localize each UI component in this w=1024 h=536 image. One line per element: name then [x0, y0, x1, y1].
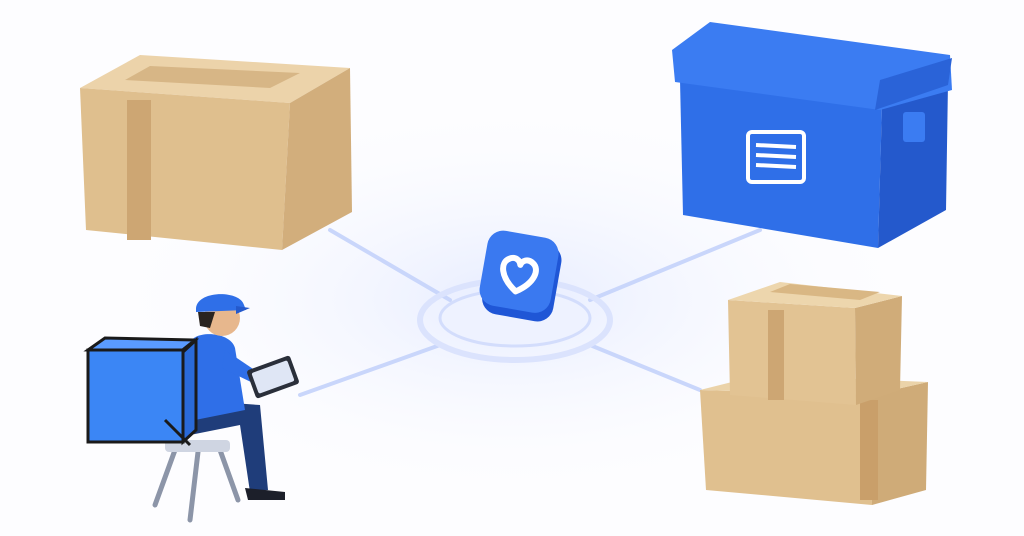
document-lines-icon	[746, 130, 806, 184]
stool	[152, 447, 241, 523]
heart-app-tile	[479, 230, 562, 322]
stacked-cardboard-boxes	[700, 282, 928, 505]
blue-document-box	[672, 22, 952, 248]
delivery-backpack	[83, 336, 200, 447]
cardboard-box-top-left	[80, 55, 352, 250]
heart-icon	[500, 254, 539, 295]
delivery-worker	[83, 294, 299, 523]
connector-lines	[298, 228, 762, 397]
